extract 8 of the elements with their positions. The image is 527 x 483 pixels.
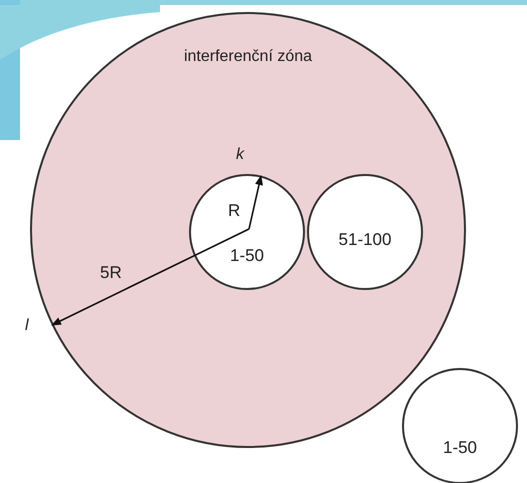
zone-label: 1-50 bbox=[230, 246, 264, 266]
zone-label: interferenční zóna bbox=[184, 48, 312, 66]
zone-label: 51-100 bbox=[338, 230, 392, 250]
dimension-label: l bbox=[25, 317, 29, 335]
zone-label: 1-50 bbox=[442, 438, 478, 458]
dimension-label: 5R bbox=[100, 263, 122, 283]
dimension-label: k bbox=[236, 146, 244, 164]
dimension-label: R bbox=[228, 201, 240, 221]
